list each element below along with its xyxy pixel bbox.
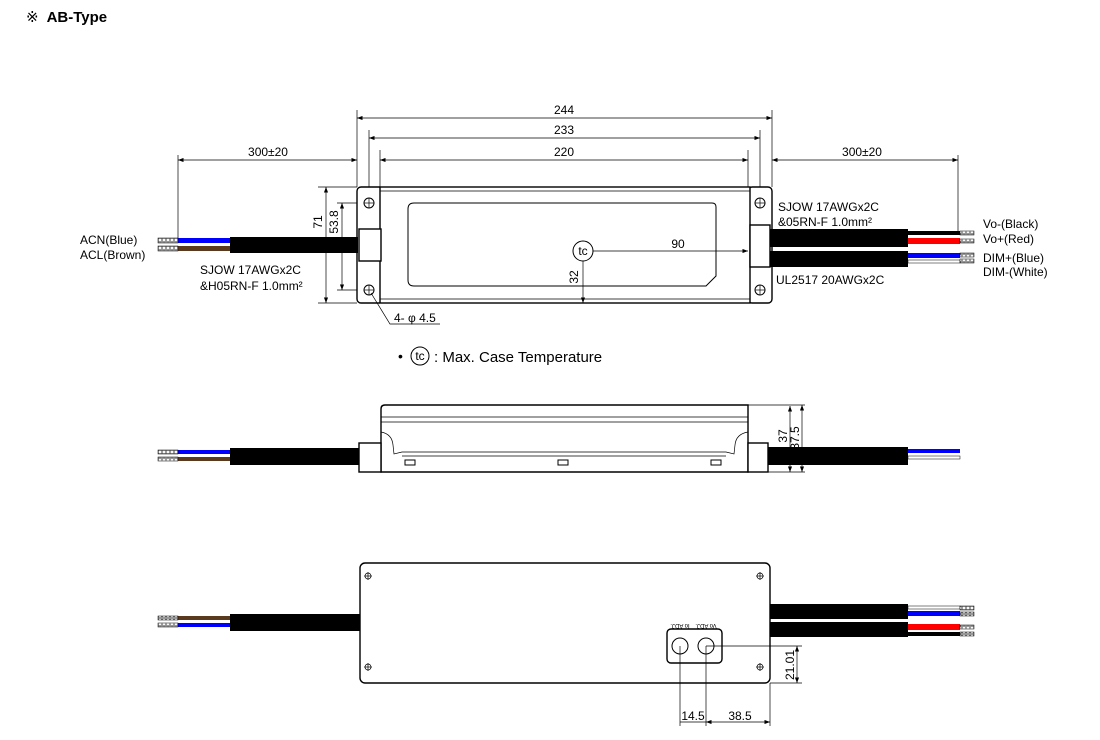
label-window	[407, 202, 717, 287]
vent-slot	[557, 459, 569, 466]
dim-plus-label: DIM+(Blue)	[983, 251, 1044, 265]
vo-plus-label: Vo+(Red)	[983, 232, 1034, 246]
acn-label: ACN(Blue)	[80, 233, 137, 247]
dim-pot-spacing: 14.5	[681, 709, 705, 723]
side-output-gland	[747, 442, 769, 473]
dim-side-height-total: 37.5	[788, 426, 802, 450]
vent-slot	[710, 459, 722, 466]
output-cable-spec-2: &05RN-F 1.0mm²	[778, 215, 872, 229]
dim-hole-distance: 233	[554, 123, 574, 137]
dim-hole-spacing: 53.8	[327, 210, 341, 234]
tc-point-marker: tc	[572, 240, 748, 303]
acl-label: ACL(Brown)	[80, 248, 145, 262]
top-view: 244 233 220 300±20 300±20 71 53.8 ACN(Bl…	[80, 103, 1048, 366]
title-text: AB-Type	[46, 9, 108, 26]
vo-minus-label: Vo-(Black)	[983, 217, 1038, 231]
screw-mark	[756, 663, 764, 671]
input-cable-spec-2: &H05RN-F 1.0mm²	[200, 279, 303, 293]
side-case	[380, 404, 749, 473]
dim-body-length: 220	[554, 145, 574, 159]
screw-mark	[364, 663, 372, 671]
tc-legend-symbol: tc	[415, 349, 424, 363]
mounting-hole	[363, 197, 375, 209]
dim-width: 71	[311, 215, 325, 229]
screw-mark	[364, 572, 372, 580]
output-cable-gland	[749, 224, 771, 268]
mounting-hole	[363, 284, 375, 296]
dim-cable-spec: UL2517 20AWGx2C	[776, 273, 885, 287]
side-view: 37 37.5	[157, 404, 961, 473]
dim-tc-y: 32	[567, 270, 581, 284]
dim-input-cable-length: 300±20	[248, 145, 288, 159]
dim-pot-edge: 38.5	[728, 709, 752, 723]
dim-pot-offset: 21.01	[783, 650, 797, 680]
dim-side-height: 37	[776, 429, 790, 443]
mounting-hole	[754, 197, 766, 209]
section-title: ※ AB-Type	[26, 8, 107, 26]
input-cable	[157, 237, 358, 253]
mounting-hole	[754, 284, 766, 296]
legend-bullet: •	[398, 348, 403, 364]
tc-legend-icon	[410, 346, 430, 366]
screw-mark	[756, 572, 764, 580]
output-cables	[770, 229, 975, 267]
tc-symbol: tc	[578, 244, 587, 258]
side-input-gland	[358, 442, 382, 473]
holes-label: 4- φ 4.5	[394, 311, 436, 325]
reference-mark: ※	[26, 9, 39, 26]
legend-text: : Max. Case Temperature	[434, 349, 602, 366]
input-cable-gland	[358, 228, 382, 262]
dim-output-cable-length: 300±20	[842, 145, 882, 159]
dim-tc-x: 90	[671, 237, 685, 251]
vo-adj-label: Vo ADJ.	[695, 622, 717, 628]
bottom-view: Io ADJ. Vo ADJ. 21.01 14.5 38.5	[157, 562, 975, 726]
input-cable-spec-1: SJOW 17AWGx2C	[200, 263, 301, 277]
dim-minus-label: DIM-(White)	[983, 265, 1048, 279]
dim-overall-length: 244	[554, 103, 574, 117]
io-adj-label: Io ADJ.	[670, 622, 690, 628]
output-cable-spec-1: SJOW 17AWGx2C	[778, 200, 879, 214]
vent-slot	[404, 459, 416, 466]
holes-leader	[370, 292, 440, 325]
case-body	[379, 186, 751, 304]
